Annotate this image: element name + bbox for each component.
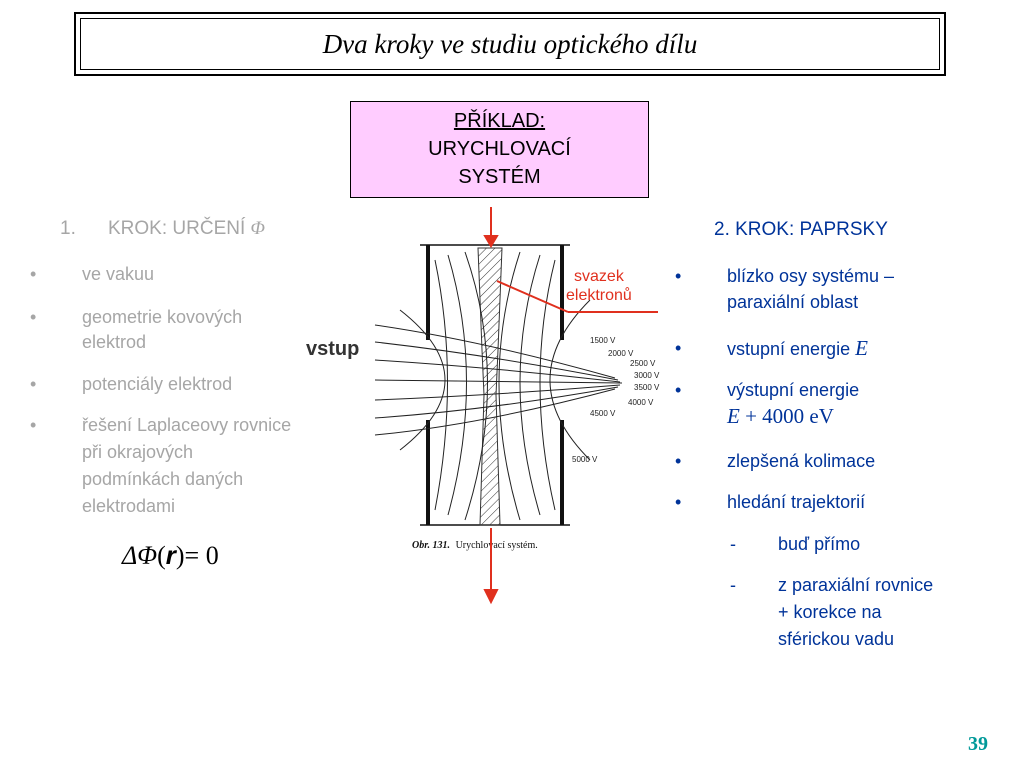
list-item-text: při okrajových xyxy=(82,442,194,462)
bullet: • xyxy=(675,380,682,400)
slide-title: Dva kroky ve studiu optického dílu xyxy=(80,18,940,70)
energy-var: E xyxy=(855,336,868,360)
list-item-text: vstupní energie xyxy=(727,339,851,359)
beam-label: svazek elektronů xyxy=(566,267,632,305)
list-item-text: hledání trajektorií xyxy=(727,492,866,512)
example-box: PŘÍKLAD: URYCHLOVACÍ SYSTÉM xyxy=(350,101,649,198)
list-item-text: podmínkách daných xyxy=(82,469,244,489)
delta-phi: ΔΦ xyxy=(122,541,158,570)
bullet: • xyxy=(675,451,682,471)
example-heading: PŘÍKLAD: xyxy=(453,110,546,132)
caption-text: Urychlovací systém. xyxy=(456,540,538,551)
sub-item-text: z paraxiální rovnice xyxy=(778,575,934,595)
paren-close: ) xyxy=(175,541,185,570)
list-item-text: blízko osy systému – xyxy=(727,266,895,286)
voltage-label: 1500 V xyxy=(590,336,616,345)
step1-number: 1. xyxy=(60,218,76,239)
bullet: • xyxy=(675,492,682,512)
bullet: • xyxy=(30,307,37,327)
example-line: URYCHLOVACÍ xyxy=(428,138,571,160)
bullet: • xyxy=(675,338,682,358)
beam-region xyxy=(477,247,503,526)
dash: - xyxy=(730,575,736,595)
step1-heading: 1. KROK: URČENÍ Φ xyxy=(60,218,265,240)
list-item-text: potenciály elektrod xyxy=(82,374,233,394)
list-item-text: vstupní energie E xyxy=(727,336,868,361)
voltage-label: 5000 V xyxy=(572,455,598,464)
caption-prefix: Obr. 131. xyxy=(412,540,450,551)
step2-heading: 2. KROK: PAPRSKY xyxy=(714,219,888,240)
title-frame: Dva kroky ve studiu optického dílu xyxy=(74,12,946,76)
example-line: SYSTÉM xyxy=(458,166,541,188)
list-item-text: elektrodami xyxy=(82,496,176,516)
field-lines xyxy=(374,324,623,436)
entry-label: vstup xyxy=(306,338,360,360)
bullet: • xyxy=(30,374,37,394)
list-item-text: výstupní energie xyxy=(727,380,860,400)
sub-item-text: + korekce na xyxy=(778,602,882,622)
voltage-label: 4000 V xyxy=(628,398,654,407)
vector-r: r xyxy=(165,540,176,570)
bullet: • xyxy=(675,266,682,286)
dash: - xyxy=(730,534,736,554)
energy-var: E xyxy=(727,404,740,428)
sub-item-text: sférickou vadu xyxy=(778,629,895,649)
bullet: • xyxy=(30,264,37,284)
voltage-label: 4500 V xyxy=(590,409,616,418)
accelerator-figure: 1500 V 2000 V 2500 V 3000 V 3500 V 4000 … xyxy=(374,244,660,551)
voltage-label: 3500 V xyxy=(634,383,660,392)
paren-open: ( xyxy=(157,541,166,570)
bullet: • xyxy=(30,415,37,435)
list-item-text: řešení Laplaceovy rovnice xyxy=(82,415,292,435)
voltage-label: 2000 V xyxy=(608,349,634,358)
beam-label-line: elektronů xyxy=(566,287,632,304)
voltage-label: 3000 V xyxy=(634,371,660,380)
step1-label: KROK: URČENÍ xyxy=(108,218,246,239)
arrow-out-head xyxy=(483,589,499,605)
phi-symbol: Φ xyxy=(250,218,265,239)
laplace-equation: ΔΦ(r)= 0 xyxy=(122,540,219,571)
list-item-text: elektrod xyxy=(82,332,147,352)
list-item-text: geometrie kovových xyxy=(82,307,243,327)
equals-zero: = 0 xyxy=(184,541,219,570)
voltage-label: 2500 V xyxy=(630,359,656,368)
energy-expression: E + 4000 eV xyxy=(727,404,834,428)
sub-item-text: buď přímo xyxy=(778,534,861,554)
beam-label-line: svazek xyxy=(574,268,624,285)
page-number: 39 xyxy=(968,733,988,755)
energy-offset: + 4000 eV xyxy=(745,404,834,428)
list-item-text: paraxiální oblast xyxy=(727,292,859,312)
svg-text:Obr. 131. Urychlovací syst: Obr. 131. Urychlovací systém. xyxy=(412,540,538,551)
list-item-text: ve vakuu xyxy=(82,264,155,284)
list-item-text: zlepšená kolimace xyxy=(727,451,876,471)
